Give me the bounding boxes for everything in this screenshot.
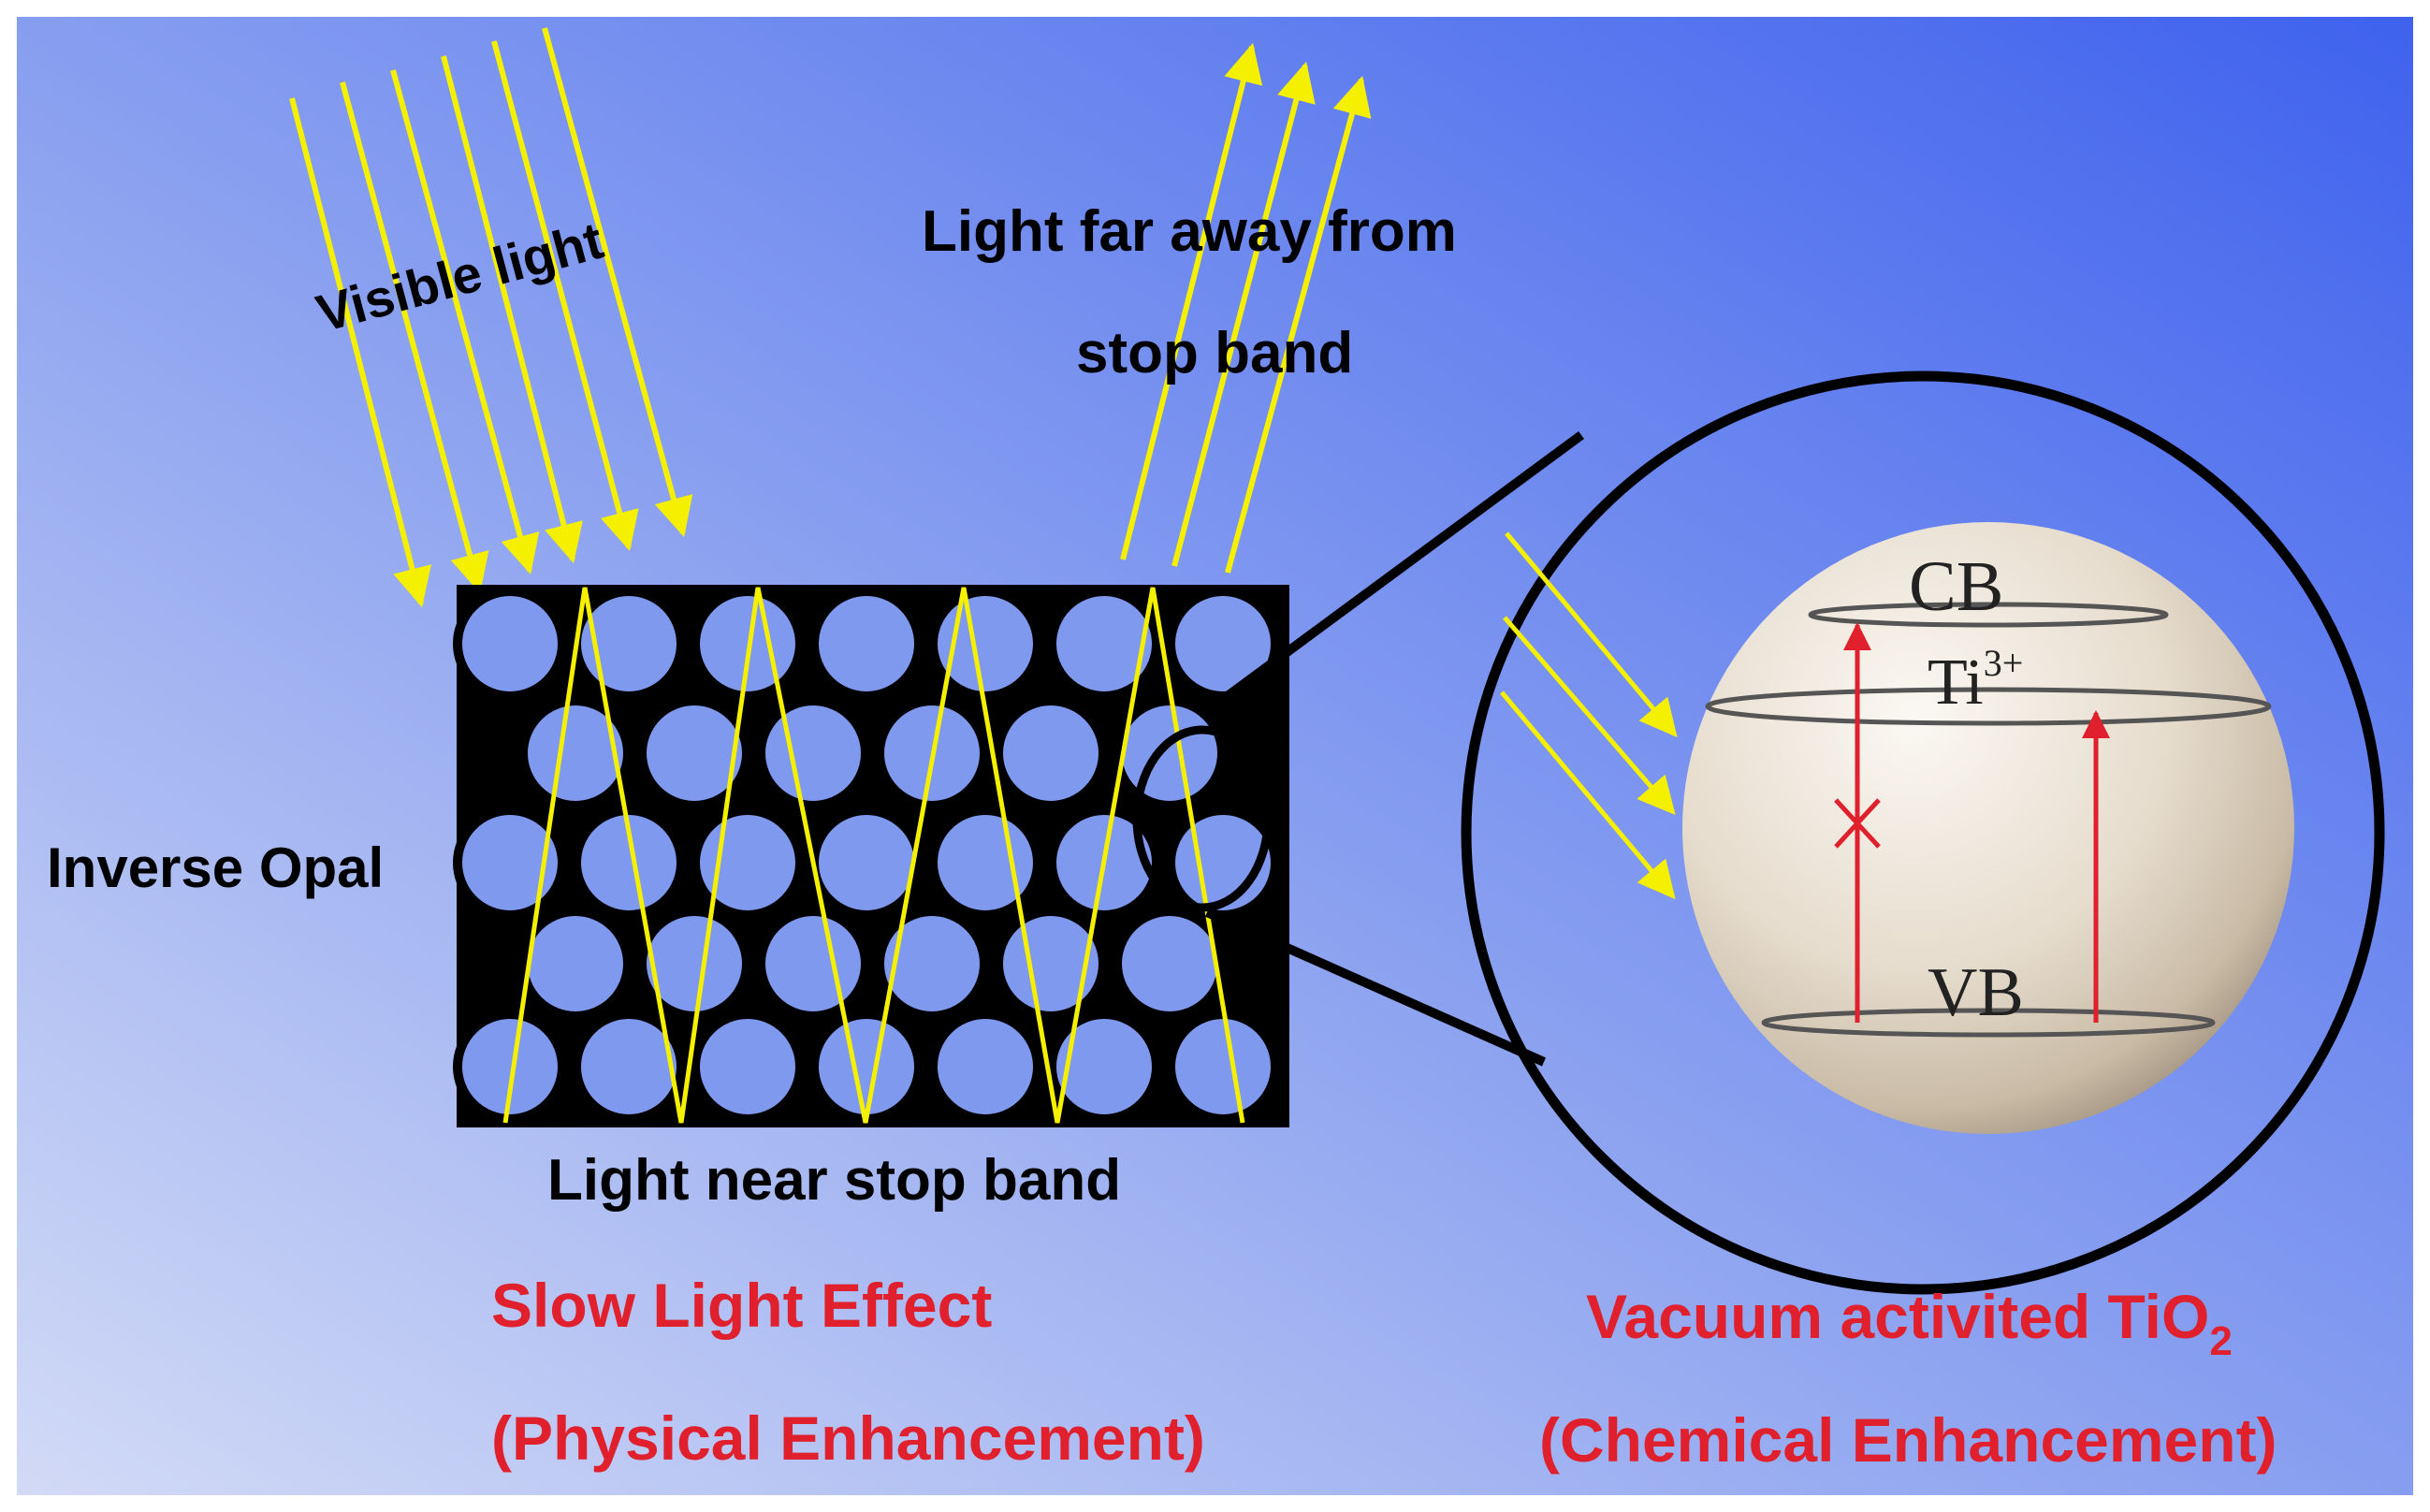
blocked-cross-b bbox=[1834, 798, 1881, 849]
opal-pore bbox=[994, 696, 1108, 810]
cb-band-line bbox=[1808, 602, 2169, 628]
magnifier-connectors bbox=[1204, 430, 1584, 1067]
incoming-light-rays bbox=[289, 27, 693, 608]
opal-pore bbox=[809, 587, 924, 701]
opal-pore bbox=[518, 696, 633, 810]
vacuum-tio2-label: Vacuum activited TiO2 bbox=[1586, 1282, 2233, 1364]
cb-label: CB bbox=[1909, 547, 2003, 626]
opal-pore bbox=[756, 696, 870, 810]
excitation-arrows bbox=[1834, 622, 2110, 1023]
opal-pore bbox=[809, 806, 924, 920]
opal-pore bbox=[1113, 696, 1227, 810]
light-far-label-line1: Light far away from bbox=[922, 199, 1457, 264]
inverse-opal-structure bbox=[453, 585, 1289, 1127]
opal-pore bbox=[1166, 587, 1280, 701]
magnifier-source-ellipse bbox=[1132, 725, 1273, 912]
opal-pore bbox=[809, 1010, 924, 1124]
sphere-incident-rays bbox=[1500, 531, 1678, 900]
ti3-band-line bbox=[1705, 687, 2272, 726]
light-far-label-line2: stop band bbox=[1076, 321, 1353, 385]
tio2-sphere bbox=[1682, 522, 2294, 1134]
physical-enhancement-label: (Physical Enhancement) bbox=[491, 1403, 1205, 1473]
opal-pore bbox=[518, 907, 633, 1021]
opal-pore bbox=[1113, 907, 1227, 1021]
opal-pore bbox=[1166, 1010, 1280, 1124]
ti3-label: Ti3+ bbox=[1928, 642, 2023, 719]
opal-pore bbox=[453, 587, 567, 701]
opal-pore bbox=[637, 696, 751, 810]
opal-pore bbox=[572, 587, 686, 701]
zigzag-light-path bbox=[502, 587, 1245, 1124]
opal-pore bbox=[1047, 587, 1161, 701]
opal-pore bbox=[875, 907, 989, 1021]
opal-pore bbox=[928, 806, 1042, 920]
outgoing-light-rays bbox=[1120, 42, 1372, 574]
opal-pore bbox=[453, 806, 567, 920]
inverse-opal-label: Inverse Opal bbox=[47, 836, 384, 899]
chemical-enhancement-label: (Chemical Enhancement) bbox=[1539, 1405, 2277, 1475]
opal-pore bbox=[572, 806, 686, 920]
opal-pore bbox=[928, 1010, 1042, 1124]
slow-light-label: Slow Light Effect bbox=[491, 1271, 992, 1340]
opal-pore bbox=[572, 1010, 686, 1124]
opal-pore bbox=[756, 907, 870, 1021]
vb-band-line bbox=[1761, 1008, 2216, 1038]
vb-label: VB bbox=[1928, 954, 2024, 1031]
magnified-view-circle bbox=[1461, 371, 2385, 1295]
opal-pore bbox=[691, 1010, 805, 1124]
opal-pore bbox=[453, 1010, 567, 1124]
light-near-label: Light near stop band bbox=[547, 1148, 1121, 1213]
opal-pore bbox=[1047, 1010, 1161, 1124]
